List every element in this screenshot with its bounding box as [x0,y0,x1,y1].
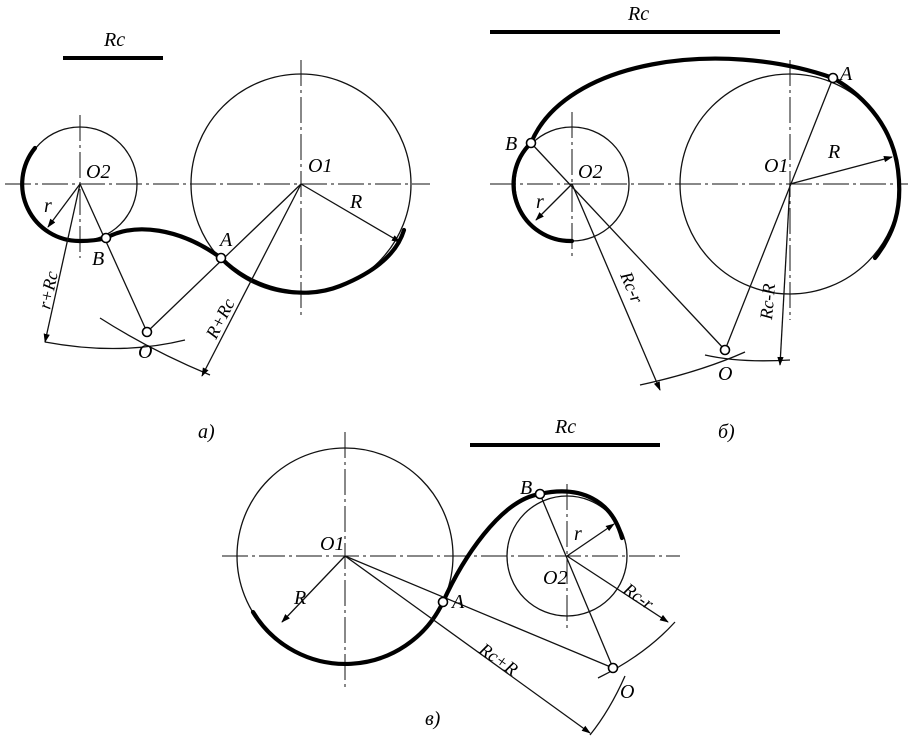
point-o-c [607,662,619,674]
label-a-a: A [218,229,233,251]
point-o-a [141,326,153,338]
dim-rc-minus-r-c [566,555,669,623]
label-a-c: A [450,591,465,613]
label-dim-large-b: Rc-R [756,283,779,322]
locus-arc-small-c [597,621,676,679]
radius-bar-label-b: Rc [627,3,649,25]
dim-R-a [300,183,401,243]
outline-small-b [511,140,575,244]
caption-b: б) [718,421,735,443]
dim-R-c [281,555,346,623]
dim-rc-minus-r-b [571,183,661,391]
dim-R-plus-rc-a [201,183,302,377]
label-a-b: A [838,63,853,85]
label-dim-small-a: r+Rc [34,269,61,310]
label-o-a: O [138,341,152,363]
caption-c: в) [425,708,441,730]
label-R-a: R [349,191,362,213]
label-b-b: B [505,133,517,155]
point-b-b [525,137,537,149]
label-dim-large-c: Rc+R [475,638,522,679]
label-o-b: O [718,363,732,385]
panel-c: Rc O1 O2 A B O R r Rc-r Rc+R в) [222,416,680,736]
connecting-arc-a [103,227,224,261]
point-a-c [437,596,449,608]
line-b-o-b [530,142,726,351]
label-dim-large-a: R+Rc [201,295,238,343]
connecting-arc-b [528,56,836,146]
locus-arc-small-b [639,351,746,386]
caption-a: а) [198,421,215,443]
dim-R-b [789,156,893,185]
line-o1-o-c [344,555,614,669]
label-o2-b: O2 [578,161,602,183]
radius-bar-label-a: Rc [103,29,125,51]
line-o2-o-a [79,183,148,333]
dim-r-c [566,523,615,557]
connecting-arc-c [440,491,543,605]
dim-r-plus-rc-a [43,183,81,343]
label-o1-a: O1 [308,155,332,177]
label-o2-a: O2 [86,161,110,183]
label-R-b: R [827,141,840,163]
dim-r-a [47,183,81,228]
dim-r-b [535,183,573,221]
locus-arc-large-c [589,675,626,736]
panel-a: Rc O2 O1 A B O r R r+Rc R+Rc а) [5,29,430,443]
locus-arc-small-a [44,339,186,350]
label-r-c: r [574,523,582,545]
point-b-c [534,488,546,500]
label-R-c: R [293,587,306,609]
locus-arc-large-b [704,354,791,362]
outline-large-c [250,599,446,667]
label-b-c: B [520,477,532,499]
outline-large-b [830,75,902,261]
locus-arc-large-a [99,317,211,376]
label-o2-c: O2 [543,567,567,589]
line-b-o-c [539,493,614,669]
panel-b: Rc O2 O1 A B O r R Rc-r Rc-R б) [490,3,908,443]
label-dim-small-b: Rc-r [616,268,648,307]
line-a-o-b [724,77,834,351]
label-dim-small-c: Rc-r [619,578,658,614]
label-r-b: r [536,191,544,213]
label-o1-b: O1 [764,155,788,177]
point-a-b [827,72,839,84]
point-a-a [215,252,227,264]
label-b-a: B [92,248,104,270]
label-o-c: O [620,681,634,703]
dim-rc-minus-R-b [777,183,791,366]
point-b-a [100,232,112,244]
label-r-a: r [44,195,52,217]
dim-rc-plus-R-c [344,555,591,734]
outline-large-a [218,227,407,295]
outline-small-a [20,145,109,244]
label-o1-c: O1 [320,533,344,555]
radius-bar-label-c: Rc [554,416,576,438]
point-o-b [719,344,731,356]
outline-small-c [537,489,625,541]
